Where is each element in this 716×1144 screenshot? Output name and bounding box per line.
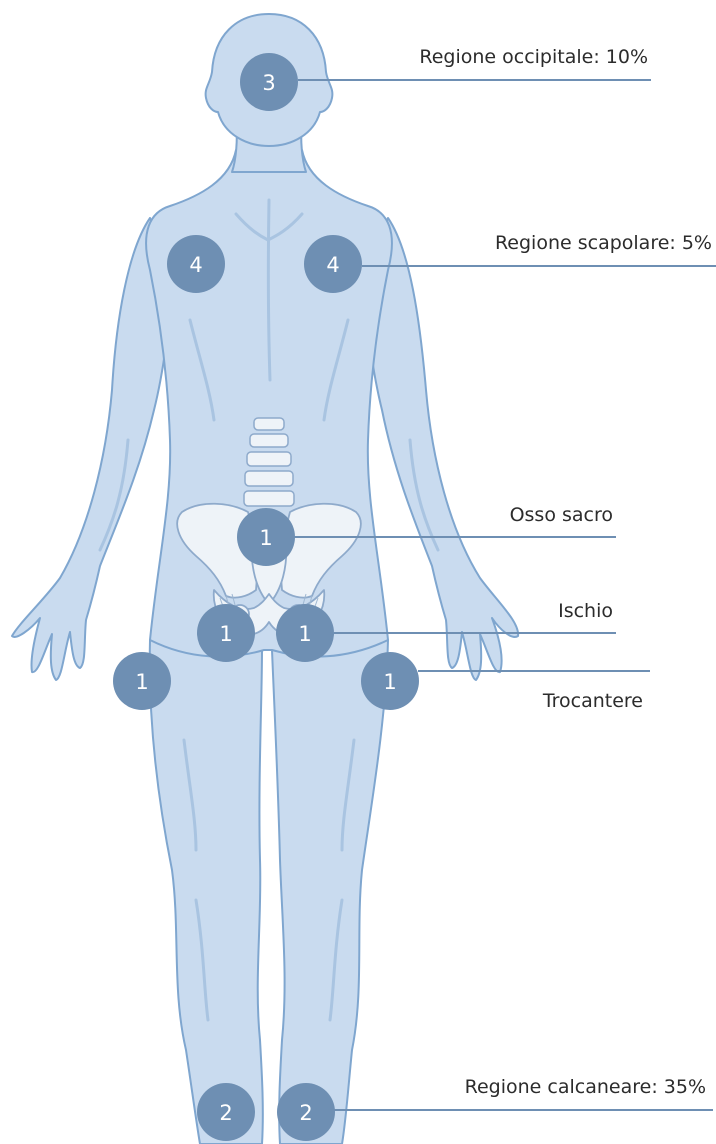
marker-heel-left: 2 — [197, 1083, 255, 1141]
marker-ischium-left: 1 — [197, 604, 255, 662]
svg-text:1: 1 — [259, 526, 272, 550]
svg-text:3: 3 — [262, 71, 275, 95]
label-sacrum: Osso sacro — [510, 504, 613, 526]
svg-text:2: 2 — [219, 1101, 232, 1125]
label-ischium: Ischio — [558, 600, 613, 622]
label-heel: Regione calcaneare: 35% — [465, 1076, 706, 1098]
marker-scapula-right: 4 — [304, 235, 362, 293]
svg-text:1: 1 — [298, 622, 311, 646]
svg-text:2: 2 — [299, 1101, 312, 1125]
marker-heel-right: 2 — [277, 1083, 335, 1141]
label-trochanter: Trocantere — [542, 690, 643, 712]
svg-text:1: 1 — [383, 670, 396, 694]
svg-text:1: 1 — [219, 622, 232, 646]
marker-trochanter-right: 1 — [361, 652, 419, 710]
left-arm — [12, 218, 172, 680]
svg-text:4: 4 — [326, 253, 339, 277]
marker-sacrum: 1 — [237, 508, 295, 566]
left-leg — [150, 640, 263, 1144]
right-leg — [272, 640, 388, 1144]
marker-scapula-left: 4 — [167, 235, 225, 293]
marker-ischium-right: 1 — [276, 604, 334, 662]
label-occipital: Regione occipitale: 10% — [419, 46, 648, 68]
svg-text:4: 4 — [189, 253, 202, 277]
svg-text:1: 1 — [135, 670, 148, 694]
marker-head: 3 — [240, 53, 298, 111]
right-arm — [364, 218, 518, 680]
label-scapular: Regione scapolare: 5% — [495, 232, 712, 254]
marker-trochanter-left: 1 — [113, 652, 171, 710]
